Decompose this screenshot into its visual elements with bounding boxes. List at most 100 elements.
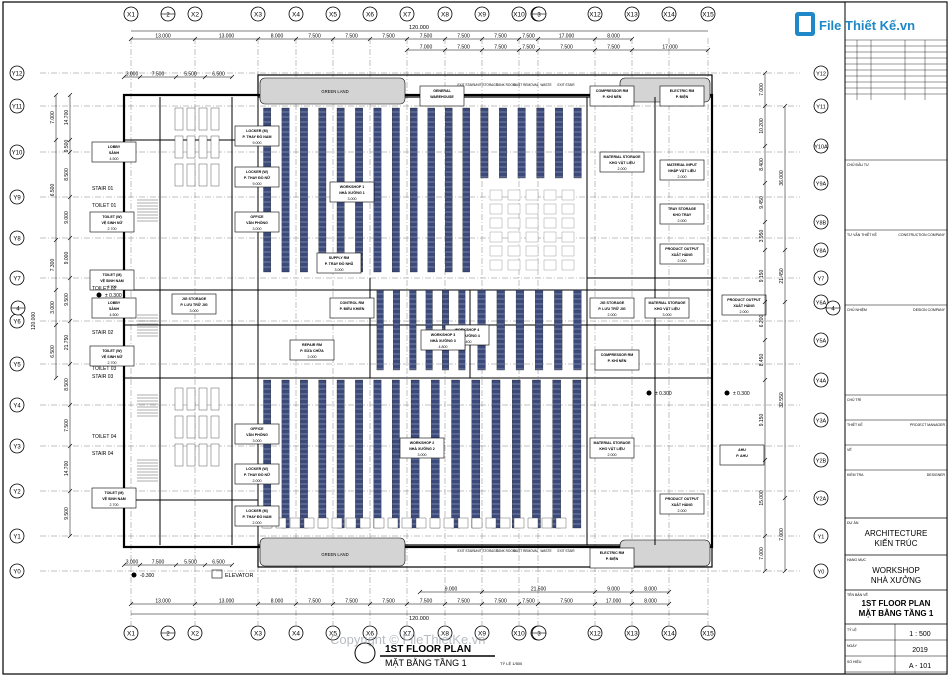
grid-bubble-label: X4 [292, 631, 300, 638]
room-name-vn: P. SỬA CHỮA [300, 348, 324, 353]
dim-tick [479, 47, 485, 53]
dim-text: 7.500 [420, 599, 433, 605]
rack-row [300, 107, 308, 273]
dim-text: 9.000 [607, 587, 620, 593]
floor-tile [525, 231, 539, 243]
room-box [644, 297, 690, 319]
dim-text: 7.500 [308, 599, 321, 605]
grid-bubble [437, 6, 453, 22]
room-box [89, 269, 135, 291]
grid-bubble-label: Y8 [13, 237, 21, 243]
room-box [234, 423, 280, 445]
grid-bubbles: X1X1X2X2X3X3X4X4X5X5X6X6X7X7X8X8X9X9X10X… [9, 6, 841, 641]
dim-text: 32.550 [779, 392, 785, 408]
dim-text: 13.000 [219, 599, 235, 605]
section-marker-label: 4 [16, 307, 20, 313]
grid-bubble [624, 625, 640, 641]
dim-tick [666, 589, 672, 595]
floor-tile [489, 259, 503, 271]
room-box [659, 203, 705, 225]
dim-text: 9.000 [64, 211, 70, 224]
dim-text: 7.500 [345, 34, 358, 40]
room-name-vn: P. THAY ĐỒ NỮ [244, 175, 270, 180]
floor-tile [543, 203, 557, 215]
room-name: COMPRESSOR RM [596, 89, 629, 93]
dim-text: 21.450 [779, 268, 785, 284]
room-area: 9.000 [253, 141, 262, 145]
grid-bubble [813, 270, 829, 286]
room-name: LOCKER (M) [246, 129, 268, 133]
dim-tick [67, 92, 73, 98]
dim-text: 7.000 [759, 547, 765, 560]
room-name-vn: P. AHU [736, 454, 748, 458]
dim-text: 8.000 [271, 34, 284, 40]
room-area: 2.000 [253, 479, 262, 483]
grid-bubble [288, 625, 304, 641]
grid-bubble-label: X15 [702, 631, 714, 638]
floor-tile [543, 217, 557, 229]
room-name-vn: KHO VẬT LIỆU [609, 160, 635, 165]
room-box [234, 463, 280, 485]
room-label-box: LOCKER (W)P. THAY ĐỒ NỮ9.000 [234, 166, 280, 188]
dim-tick [128, 601, 134, 607]
dim-tick [229, 562, 235, 568]
dim-tick [255, 36, 261, 42]
grid-bubble [437, 625, 453, 641]
dim-tick [535, 36, 541, 42]
grid-bubble [9, 356, 25, 372]
room-name: LOCKER (M) [246, 509, 268, 513]
dim-tick [442, 601, 448, 607]
room-label-box: LOCKER (W)P. THAY ĐỒ NỮ2.000 [234, 463, 280, 485]
grille-cell [345, 517, 357, 529]
locker-unit [174, 163, 184, 187]
grid-bubble-label: Y4A [816, 379, 827, 385]
rack-row [376, 289, 384, 371]
room-label-box: ELECTRIC RMP. ĐIỆN [589, 547, 635, 569]
locker-unit [210, 415, 220, 439]
room-name-vn: P. TRAY ĐỒ NHŨ [325, 261, 354, 266]
room-area: 2.000 [678, 219, 687, 223]
room-box [659, 243, 705, 265]
floor-tile [561, 189, 575, 201]
room-box [659, 159, 705, 181]
grid-bubble [288, 6, 304, 22]
dim-tick [202, 562, 208, 568]
dim-text: 7.500 [457, 599, 470, 605]
room-area: 2.000 [618, 167, 627, 171]
dim-tick [762, 568, 768, 574]
rack-row [391, 107, 400, 273]
room-name: WORKSHOP 1 [340, 185, 365, 189]
grid-bubble [9, 270, 25, 286]
dim-text: 9.000 [445, 587, 458, 593]
locker-unit [186, 387, 196, 411]
room-box [234, 125, 280, 147]
grid-bubble [587, 6, 603, 22]
tb-field-value: 2019 [912, 647, 928, 654]
grid-bubble-label: Y3 [13, 445, 21, 451]
floor-tile [525, 245, 539, 257]
tb-field-value: A - 101 [909, 663, 931, 670]
site-logo: File Thiết Kế.vn [795, 12, 915, 36]
room-area: 2.000 [678, 509, 687, 513]
room-box [399, 437, 445, 459]
dim-tick [53, 237, 59, 243]
locker-unit [174, 135, 184, 159]
room-area: 4.500 [110, 157, 119, 161]
rack-row [499, 107, 507, 179]
grid-bubble [813, 528, 829, 544]
tb-row-value: CONSTRUCTION COMPANY [898, 233, 945, 237]
room-name-vn: P. ĐIỆN [606, 556, 619, 561]
room-name: REPAIR RM [302, 343, 322, 347]
room-area: 3.000 [418, 453, 427, 457]
grid-bubble [813, 294, 829, 310]
grid-bubble [813, 490, 829, 506]
rack-row [535, 289, 544, 371]
room-area: 2.000 [608, 453, 617, 457]
dim-text: 7.500 [607, 45, 620, 51]
room-label-box: TOILET (W)VỆ SINH NỮ2.700 [89, 345, 135, 367]
stair-label: STAIR 01 [92, 186, 114, 192]
grille-cell [359, 517, 371, 529]
dim-text: 8.500 [64, 378, 70, 391]
